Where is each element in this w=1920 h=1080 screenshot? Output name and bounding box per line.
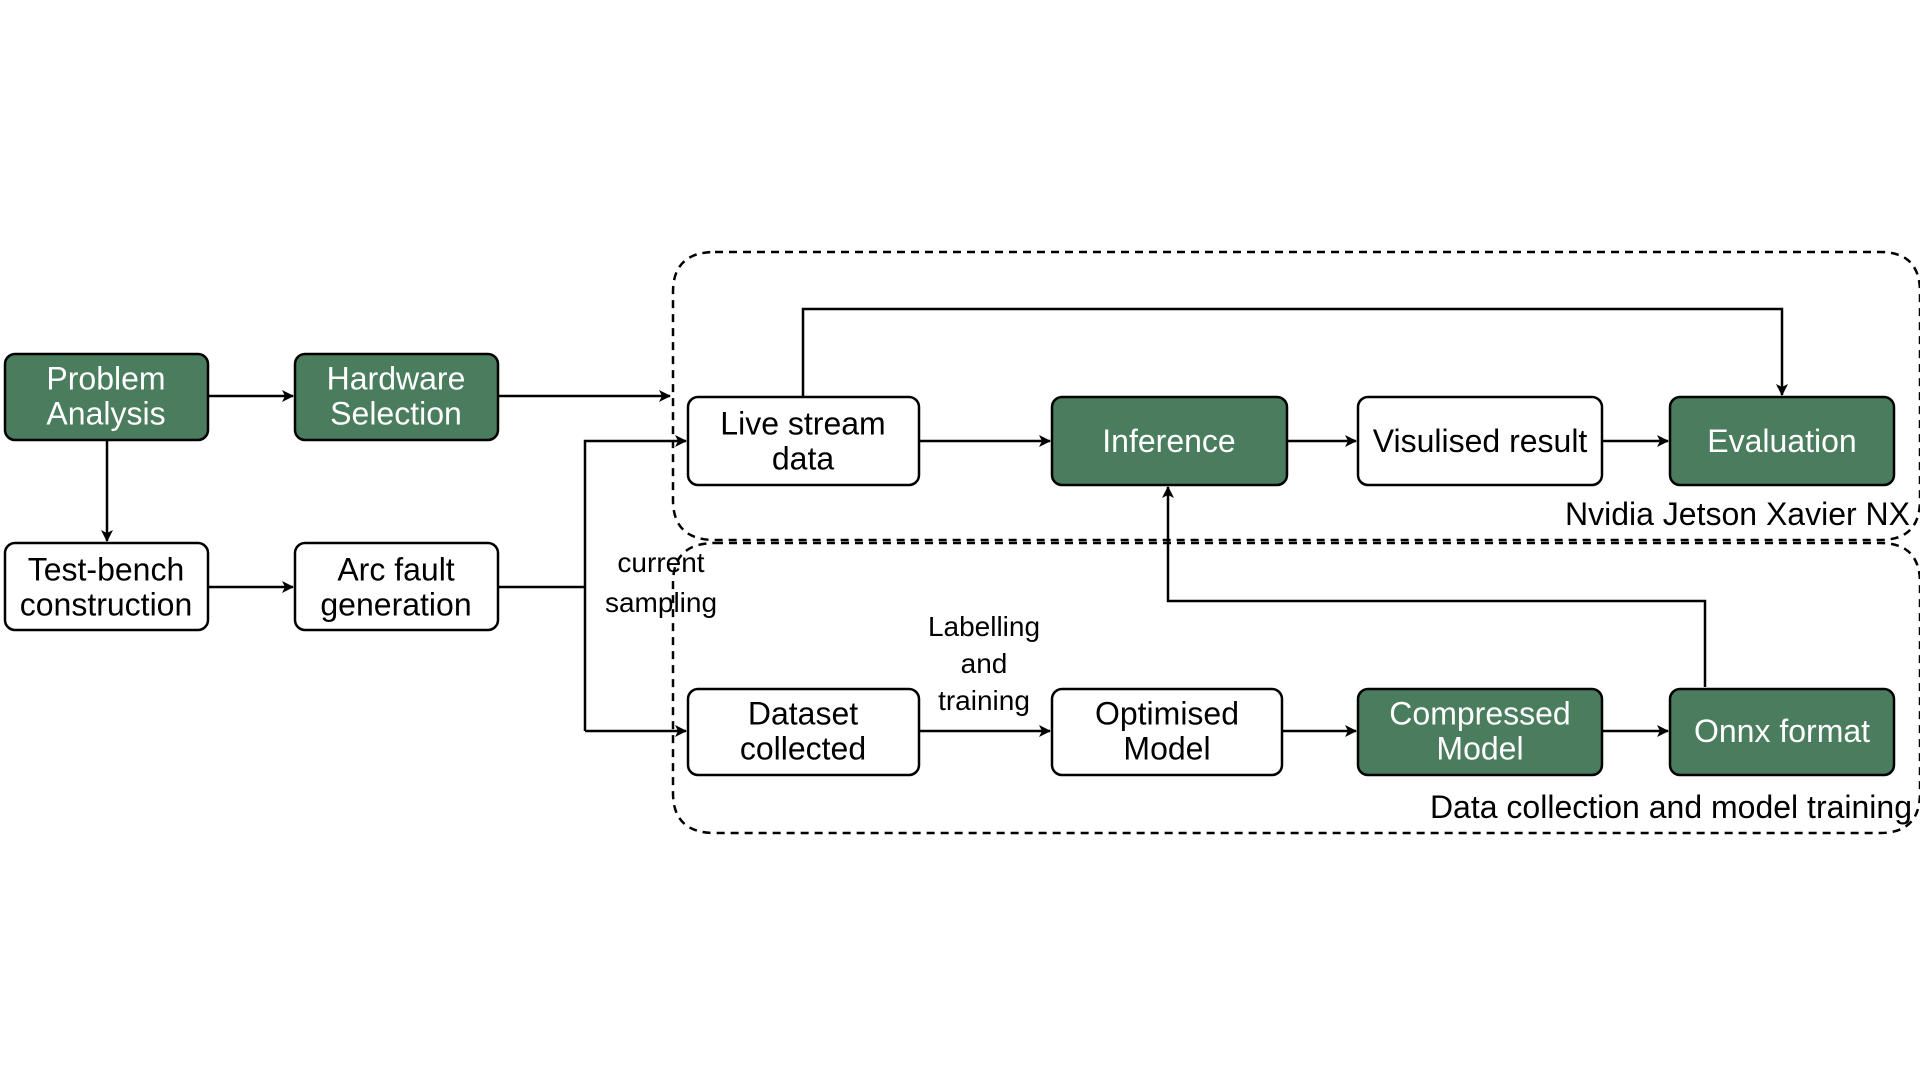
label-line: Onnx format <box>1694 713 1870 749</box>
label-line: Compressed <box>1389 696 1570 732</box>
label-line: Test-bench <box>28 552 185 588</box>
label-line: data <box>772 441 834 477</box>
label-line: Inference <box>1102 423 1235 459</box>
label-line: training <box>938 685 1030 716</box>
label-line: Selection <box>330 396 462 432</box>
edge-label-labelling-training: Labelling and training <box>928 611 1040 716</box>
group-label-data-collection: Data collection and model training <box>1430 789 1912 825</box>
edge-split-to-livestream <box>583 435 687 731</box>
label-line: sampling <box>605 587 717 618</box>
svg-text:Onnx format: Onnx format <box>1694 713 1870 749</box>
label-line: and <box>961 648 1008 679</box>
node-onnx-format: Onnx format <box>1668 687 1896 777</box>
label-line: Model <box>1436 731 1523 767</box>
label-line: Model <box>1123 731 1210 767</box>
node-inference: Inference <box>1050 395 1289 487</box>
label-line: generation <box>320 587 471 623</box>
edge-livestream-to-evaluation <box>801 307 1788 397</box>
group-jetson-xavier <box>671 250 1920 542</box>
label-line: Arc fault <box>337 552 454 588</box>
label-line: Hardware <box>327 361 466 397</box>
group-data-collection <box>671 541 1920 835</box>
label-line: Problem <box>46 361 165 397</box>
svg-text:Evaluation: Evaluation <box>1707 423 1856 459</box>
svg-text:Inference: Inference <box>1102 423 1235 459</box>
group-label-jetson: Nvidia Jetson Xavier NX <box>1565 496 1910 532</box>
label-line: Analysis <box>46 396 165 432</box>
svg-text:Visulised result: Visulised result <box>1373 423 1588 459</box>
label-line: Evaluation <box>1707 423 1856 459</box>
label-line: construction <box>20 587 193 623</box>
edge-onnx-to-inference <box>1162 486 1707 687</box>
label-line: Visulised result <box>1373 423 1588 459</box>
edge-label-current-sampling: current sampling <box>605 547 717 618</box>
label-line: Optimised <box>1095 696 1239 732</box>
node-visualised-result: Visulised result <box>1356 395 1604 487</box>
label-line: current <box>617 547 704 578</box>
node-evaluation: Evaluation <box>1668 395 1896 487</box>
label-line: collected <box>740 731 866 767</box>
label-line: Dataset <box>748 696 858 732</box>
label-line: Live stream <box>720 406 885 442</box>
label-line: Labelling <box>928 611 1040 642</box>
